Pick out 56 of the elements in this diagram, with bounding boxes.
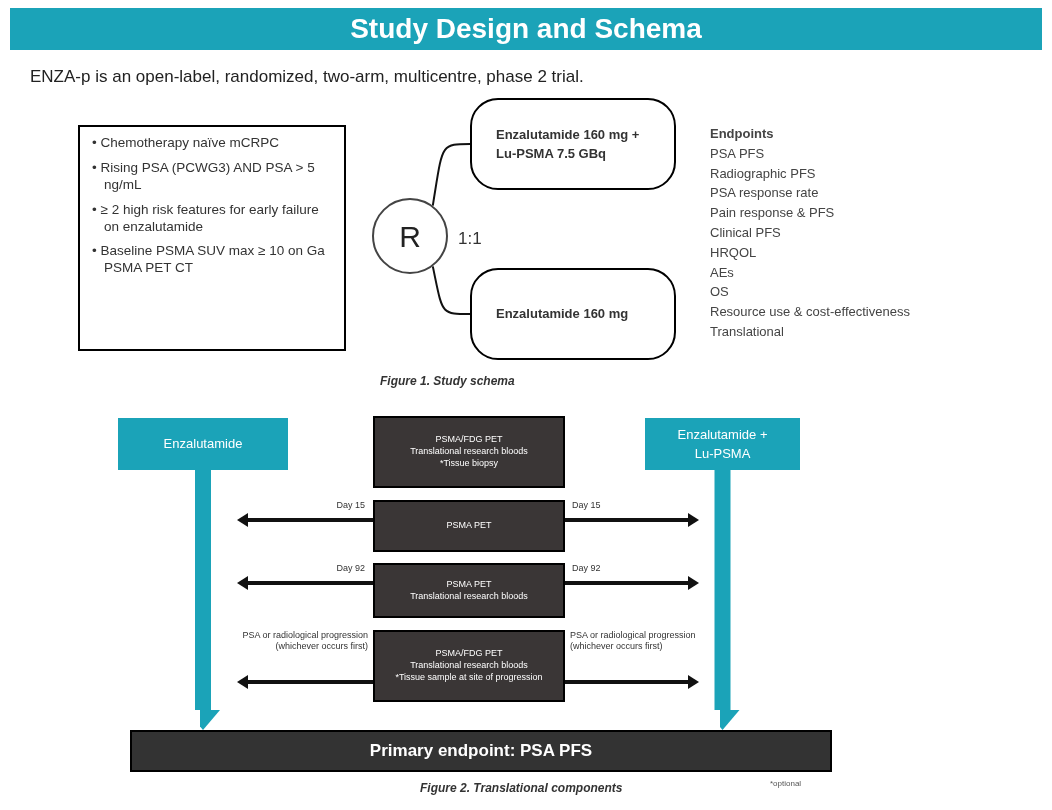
timeline-arrow — [565, 576, 699, 590]
endpoint-item: PSA PFS — [710, 144, 765, 163]
endpoint-bar — [130, 730, 832, 772]
node-text: PSMA/FDG PET — [435, 648, 503, 661]
arm-header-box — [645, 418, 800, 470]
endpoint-item: Translational — [710, 323, 784, 341]
connector-line — [431, 143, 471, 207]
node-text: Enzalutamide 160 mg — [495, 305, 630, 324]
timeline-arrow — [237, 675, 373, 689]
assessment-box — [373, 563, 565, 618]
subtitle-text: ENZA-p is an open-label, randomized, two-arm, multicentre, phase 2 trial. — [30, 66, 584, 88]
criteria-item: • Rising PSA (PCWG3) AND PSA > 5 ng/mL — [92, 159, 316, 194]
timeline-arrow — [565, 513, 699, 527]
ratio-label: 1:1 — [458, 228, 482, 250]
endpoint-item: AEs — [710, 263, 734, 282]
node-text: Enzalutamide 160 mg + Lu-PSMA 7.5 GBq — [495, 125, 641, 163]
edge-label: PSA or radiological progression (whichever occurs first) — [240, 630, 368, 653]
arm-box — [470, 98, 676, 190]
criteria-item: • Chemotherapy naïve mCRPC — [92, 135, 281, 152]
endpoint-item: Resource use & cost-effectiveness — [710, 303, 910, 322]
endpoint-item: Clinical PFS — [710, 224, 781, 242]
timeline-arrow — [237, 513, 373, 527]
connector-line — [431, 265, 471, 315]
node-text: Enzalutamide — [163, 435, 243, 454]
endpoint-item: HRQOL — [710, 243, 757, 262]
node-text: Enzalutamide + Lu-PSMA — [676, 425, 769, 463]
footnote-text: *optional — [770, 778, 802, 790]
criteria-box — [78, 125, 346, 351]
endpoint-item: PSA response rate — [710, 184, 819, 203]
figure-caption: Figure 2. Translational components — [420, 780, 623, 797]
node-text: PSMA PET — [446, 578, 492, 591]
arm-header-box — [118, 418, 288, 470]
assessment-box — [373, 500, 565, 552]
criteria-item: • Baseline PSMA SUV max ≥ 10 on Ga PSMA PET CT — [92, 243, 326, 278]
node-text: *Tissue biopsy — [439, 457, 499, 470]
assessment-box — [373, 416, 565, 488]
assessment-box — [373, 630, 565, 702]
title-bar: Study Design and Schema — [10, 8, 1042, 50]
node-text: Translational research bloods — [410, 446, 528, 458]
node-text: *Tissue sample at site of progression — [395, 671, 543, 684]
endpoint-item: Radiographic PFS — [710, 164, 816, 183]
endpoint-item: OS — [710, 283, 729, 302]
node-text: Primary endpoint: PSA PFS — [369, 740, 593, 763]
node-text: R — [399, 218, 421, 255]
arm-box — [470, 268, 676, 360]
node-text: Translational research bloods — [410, 590, 528, 603]
timeline-arrow — [237, 576, 373, 590]
edge-label: PSA or radiological progression (whichever occurs first) — [570, 630, 698, 653]
timeline-arrow — [565, 675, 699, 689]
figure-caption: Figure 1. Study schema — [380, 373, 515, 390]
node-text: PSMA/FDG PET — [435, 434, 503, 447]
criteria-item: • ≥ 2 high risk features for early failure on enzalutamide — [92, 201, 320, 236]
list-heading: Endpoints — [710, 125, 774, 143]
endpoint-item: Pain response & PFS — [710, 204, 835, 223]
node-text: Translational research bloods — [410, 660, 528, 672]
node-text: PSMA PET — [446, 520, 492, 532]
